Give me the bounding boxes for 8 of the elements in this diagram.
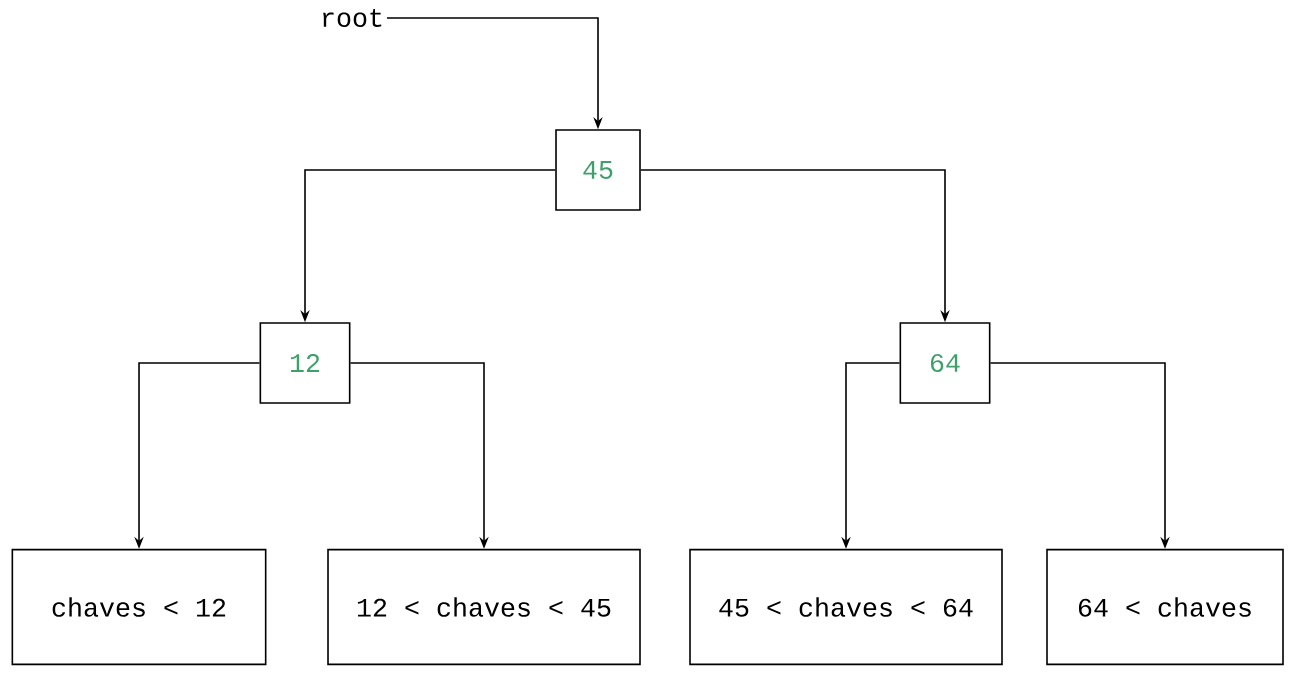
leaf-box: 12 < chaves < 45 bbox=[327, 548, 641, 666]
leaf-box: 64 < chaves bbox=[1046, 548, 1284, 666]
key-box: 12 bbox=[259, 322, 351, 404]
key-box: 64 bbox=[899, 322, 991, 404]
root-label: root bbox=[323, 9, 382, 27]
key-box: 45 bbox=[555, 129, 641, 211]
leaf-box: chaves < 12 bbox=[11, 548, 267, 666]
leaf-box: 45 < chaves < 64 bbox=[689, 548, 1003, 666]
